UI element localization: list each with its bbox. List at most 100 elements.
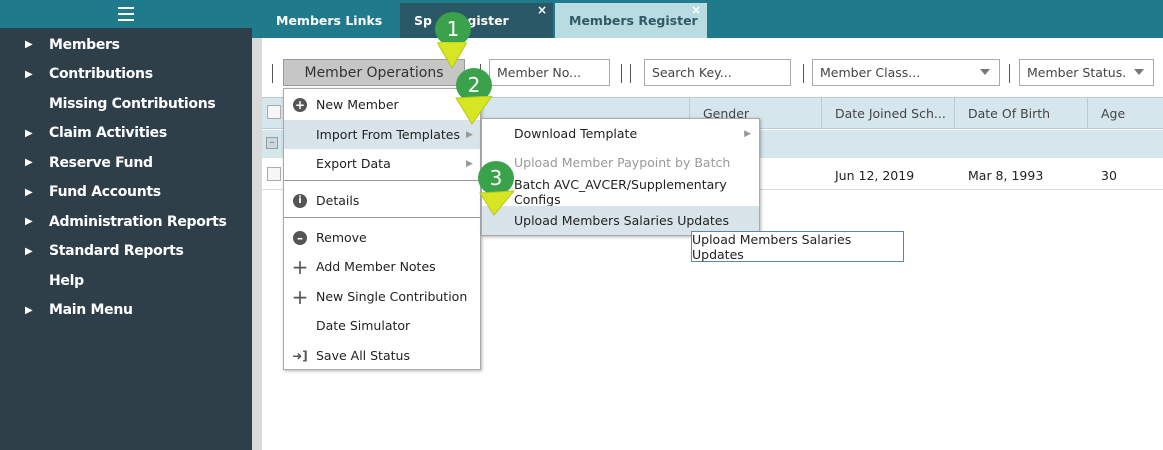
- tooltip: Upload Members Salaries Updates: [691, 231, 904, 262]
- menu-item-label: Upload Members Salaries Updates: [514, 213, 729, 228]
- sidebar-item-label: Administration Reports: [49, 213, 227, 230]
- tab-members-register[interactable]: Members Register×: [555, 3, 707, 38]
- menu-toggle-button[interactable]: [0, 0, 252, 28]
- sidebar-item-label: Missing Contributions: [49, 95, 216, 112]
- save-status-icon: ➜]: [292, 348, 308, 363]
- sidebar-nav: ▶ Members ▶ Contributions Missing Contribu…: [0, 30, 252, 325]
- sidebar-item-missing-contributions[interactable]: Missing Contributions: [0, 89, 252, 119]
- menu-item-label: Download Template: [514, 126, 638, 141]
- menu-item-label: New Member: [316, 97, 399, 112]
- sidebar-item-administration-reports[interactable]: ▶ Administration Reports: [0, 207, 252, 237]
- menu-item-export-data[interactable]: Export Data ▶: [284, 149, 480, 178]
- member-no-input[interactable]: Member No...: [489, 59, 610, 86]
- step-badge-3: 3: [478, 161, 514, 195]
- menu-item-save-all-status[interactable]: ➜] Save All Status: [284, 341, 480, 370]
- menu-item-date-simulator[interactable]: Date Simulator: [284, 311, 480, 340]
- column-header-gender[interactable]: Gender: [689, 97, 821, 129]
- date-of-birth-cell: Mar 8, 1993: [968, 168, 1044, 183]
- caret-right-icon: ▶: [25, 245, 33, 257]
- menu-item-label: Upload Member Paypoint by Batch: [514, 155, 731, 170]
- menu-item-import-from-templates[interactable]: Import From Templates ▶: [284, 120, 480, 149]
- sidebar-item-label: Help: [49, 272, 84, 289]
- menu-item-label: Batch AVC_AVCER/Supplementary Configs: [514, 176, 727, 207]
- date-joined-cell: Jun 12, 2019: [835, 168, 915, 183]
- menu-item-label: Export Data: [316, 156, 391, 171]
- caret-right-icon: ▶: [744, 128, 751, 139]
- sidebar-item-label: Contributions: [49, 66, 153, 83]
- submenu-item-upload-member-paypoint: Upload Member Paypoint by Batch: [482, 148, 759, 177]
- menu-divider: [284, 217, 480, 218]
- column-header-date-joined[interactable]: Date Joined Sch...: [821, 97, 954, 129]
- tab-label: Members Links: [276, 13, 383, 28]
- sidebar-item-standard-reports[interactable]: ▶ Standard Reports: [0, 237, 252, 267]
- row-checkbox[interactable]: [267, 167, 281, 181]
- column-header-date-of-birth[interactable]: Date Of Birth: [954, 97, 1087, 129]
- plus-circle-icon: +: [293, 97, 307, 112]
- plus-icon: +: [291, 254, 309, 279]
- chevron-down-icon: [1134, 69, 1144, 75]
- select-placeholder: Member Class...: [820, 65, 921, 80]
- sidebar-item-label: Members: [49, 36, 120, 53]
- sidebar-item-members[interactable]: ▶ Members: [0, 30, 252, 60]
- caret-right-icon: ▶: [25, 304, 33, 316]
- menu-item-label: Remove: [316, 230, 367, 245]
- chevron-down-icon: [980, 69, 990, 75]
- step-arrow-1: [437, 42, 467, 69]
- sidebar-item-help[interactable]: Help: [0, 266, 252, 296]
- menu-item-label: Import From Templates: [316, 127, 460, 142]
- caret-right-icon: ▶: [466, 129, 473, 140]
- caret-right-icon: ▶: [466, 158, 473, 169]
- vertical-scrollbar[interactable]: [252, 38, 262, 450]
- menu-item-label: Date Simulator: [316, 318, 411, 333]
- info-circle-icon: i: [293, 193, 307, 208]
- search-key-input[interactable]: Search Key...: [644, 59, 791, 86]
- toolbar-divider: [272, 64, 273, 83]
- sidebar-item-contributions[interactable]: ▶ Contributions: [0, 60, 252, 90]
- member-operations-menu: + New Member Import From Templates ▶ Exp…: [283, 88, 481, 370]
- submenu-item-download-template[interactable]: Download Template ▶: [482, 119, 759, 148]
- sidebar: ▶ Members ▶ Contributions Missing Contribu…: [0, 0, 252, 450]
- sidebar-item-fund-accounts[interactable]: ▶ Fund Accounts: [0, 178, 252, 208]
- menu-item-label: Add Member Notes: [316, 259, 436, 274]
- menu-item-add-member-notes[interactable]: + Add Member Notes: [284, 252, 480, 281]
- step-badge-1: 1: [435, 12, 471, 46]
- sidebar-item-label: Standard Reports: [49, 243, 184, 260]
- caret-right-icon: ▶: [25, 186, 33, 198]
- sidebar-item-label: Claim Activities: [49, 125, 167, 142]
- sidebar-item-label: Main Menu: [49, 302, 133, 319]
- menu-divider: [284, 180, 480, 181]
- caret-right-icon: ▶: [25, 216, 33, 228]
- step-arrow-2: [455, 96, 493, 125]
- sidebar-item-main-menu[interactable]: ▶ Main Menu: [0, 296, 252, 326]
- member-status-select[interactable]: Member Status.: [1019, 59, 1154, 86]
- sidebar-item-label: Fund Accounts: [49, 184, 161, 201]
- tab-sponsor-register[interactable]: Sp r Register×: [400, 3, 553, 38]
- minus-circle-icon: –: [293, 230, 307, 245]
- member-class-select[interactable]: Member Class...: [812, 59, 1000, 86]
- submenu-item-upload-members-salaries-updates[interactable]: Upload Members Salaries Updates: [482, 206, 759, 235]
- menu-item-label: Save All Status: [316, 348, 410, 363]
- caret-right-icon: ▶: [25, 68, 33, 80]
- close-icon[interactable]: ×: [536, 3, 547, 17]
- column-header-age[interactable]: Age: [1087, 97, 1163, 129]
- sidebar-item-reserve-fund[interactable]: ▶Reserve Fund: [0, 148, 252, 178]
- menu-item-remove[interactable]: – Remove: [284, 223, 480, 252]
- submenu-item-batch-avc-configs[interactable]: Batch AVC_AVCER/Supplementary Configs: [482, 176, 759, 207]
- caret-right-icon: ▶: [25, 39, 33, 51]
- menu-item-new-single-contribution[interactable]: + New Single Contribution: [284, 282, 480, 311]
- menu-item-new-member[interactable]: + New Member: [284, 90, 480, 119]
- sidebar-item-claim-activities[interactable]: ▶Claim Activities: [0, 119, 252, 149]
- menu-item-details[interactable]: i Details: [284, 186, 480, 215]
- plus-icon: +: [291, 284, 309, 309]
- select-placeholder: Member Status.: [1027, 65, 1127, 80]
- tab-members-links[interactable]: Members Links: [262, 3, 398, 38]
- import-templates-submenu: Download Template ▶ Upload Member Paypoi…: [481, 118, 760, 236]
- select-all-checkbox[interactable]: [267, 105, 281, 119]
- collapse-group-icon[interactable]: –: [266, 137, 278, 149]
- menu-item-label: Details: [316, 193, 360, 208]
- toolbar-divider: [630, 64, 631, 83]
- hamburger-icon: [118, 7, 134, 21]
- tab-bar: Members Links Sp r Register× Members Reg…: [252, 0, 1163, 38]
- close-icon[interactable]: ×: [690, 3, 701, 17]
- toolbar-divider: [1009, 64, 1010, 83]
